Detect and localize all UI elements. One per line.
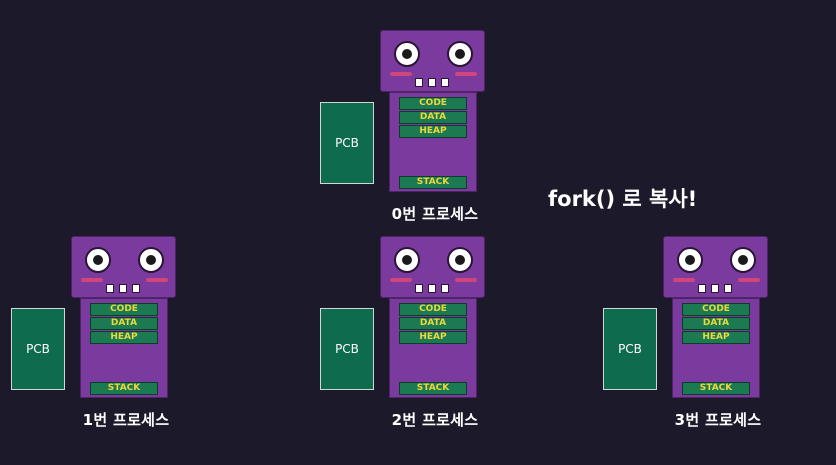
stack-segment: STACK — [90, 382, 158, 395]
mouth-icon — [698, 284, 734, 296]
pcb-label: PCB — [618, 342, 642, 356]
memory-layout: CODE DATA HEAP STACK — [672, 298, 760, 398]
eye-icon — [447, 247, 473, 273]
pcb-box: PCB — [320, 308, 374, 390]
memory-layout: CODE DATA HEAP STACK — [80, 298, 168, 398]
data-segment: DATA — [90, 317, 158, 330]
code-segment: CODE — [682, 303, 750, 316]
data-segment: DATA — [399, 111, 467, 124]
data-segment: DATA — [682, 317, 750, 330]
robot-head-icon — [71, 236, 176, 298]
fork-caption: fork() 로 복사! — [548, 187, 698, 211]
process-label: 0번 프로세스 — [391, 205, 479, 223]
eye-icon — [677, 247, 703, 273]
eye-icon — [138, 247, 164, 273]
eye-icon — [730, 247, 756, 273]
pcb-box: PCB — [603, 308, 657, 390]
eye-icon — [447, 41, 473, 67]
process-label: 1번 프로세스 — [82, 411, 170, 429]
stack-segment: STACK — [399, 382, 467, 395]
pcb-label: PCB — [26, 342, 50, 356]
heap-segment: HEAP — [399, 331, 467, 344]
data-segment: DATA — [399, 317, 467, 330]
heap-segment: HEAP — [90, 331, 158, 344]
mouth-icon — [106, 284, 142, 296]
heap-segment: HEAP — [682, 331, 750, 344]
code-segment: CODE — [90, 303, 158, 316]
code-segment: CODE — [399, 97, 467, 110]
process-1: PCB CODE DATA HEAP STACK 1번 프로세스 — [11, 236, 201, 436]
stack-segment: STACK — [682, 382, 750, 395]
robot-head-icon — [663, 236, 768, 298]
heap-segment: HEAP — [399, 125, 467, 138]
process-label: 2번 프로세스 — [391, 411, 479, 429]
pcb-label: PCB — [335, 136, 359, 150]
memory-layout: CODE DATA HEAP STACK — [389, 92, 477, 192]
eye-icon — [394, 41, 420, 67]
eye-icon — [394, 247, 420, 273]
pcb-box: PCB — [320, 102, 374, 184]
process-0: PCB CODE DATA HEAP STACK 0번 프로세스 — [320, 30, 510, 230]
pcb-box: PCB — [11, 308, 65, 390]
robot-head-icon — [380, 236, 485, 298]
memory-layout: CODE DATA HEAP STACK — [389, 298, 477, 398]
robot-head-icon — [380, 30, 485, 92]
code-segment: CODE — [399, 303, 467, 316]
mouth-icon — [415, 284, 451, 296]
process-2: PCB CODE DATA HEAP STACK 2번 프로세스 — [320, 236, 510, 436]
process-label: 3번 프로세스 — [674, 411, 762, 429]
eye-icon — [85, 247, 111, 273]
mouth-icon — [415, 78, 451, 90]
stack-segment: STACK — [399, 176, 467, 189]
process-3: PCB CODE DATA HEAP STACK 3번 프로세스 — [603, 236, 793, 436]
pcb-label: PCB — [335, 342, 359, 356]
